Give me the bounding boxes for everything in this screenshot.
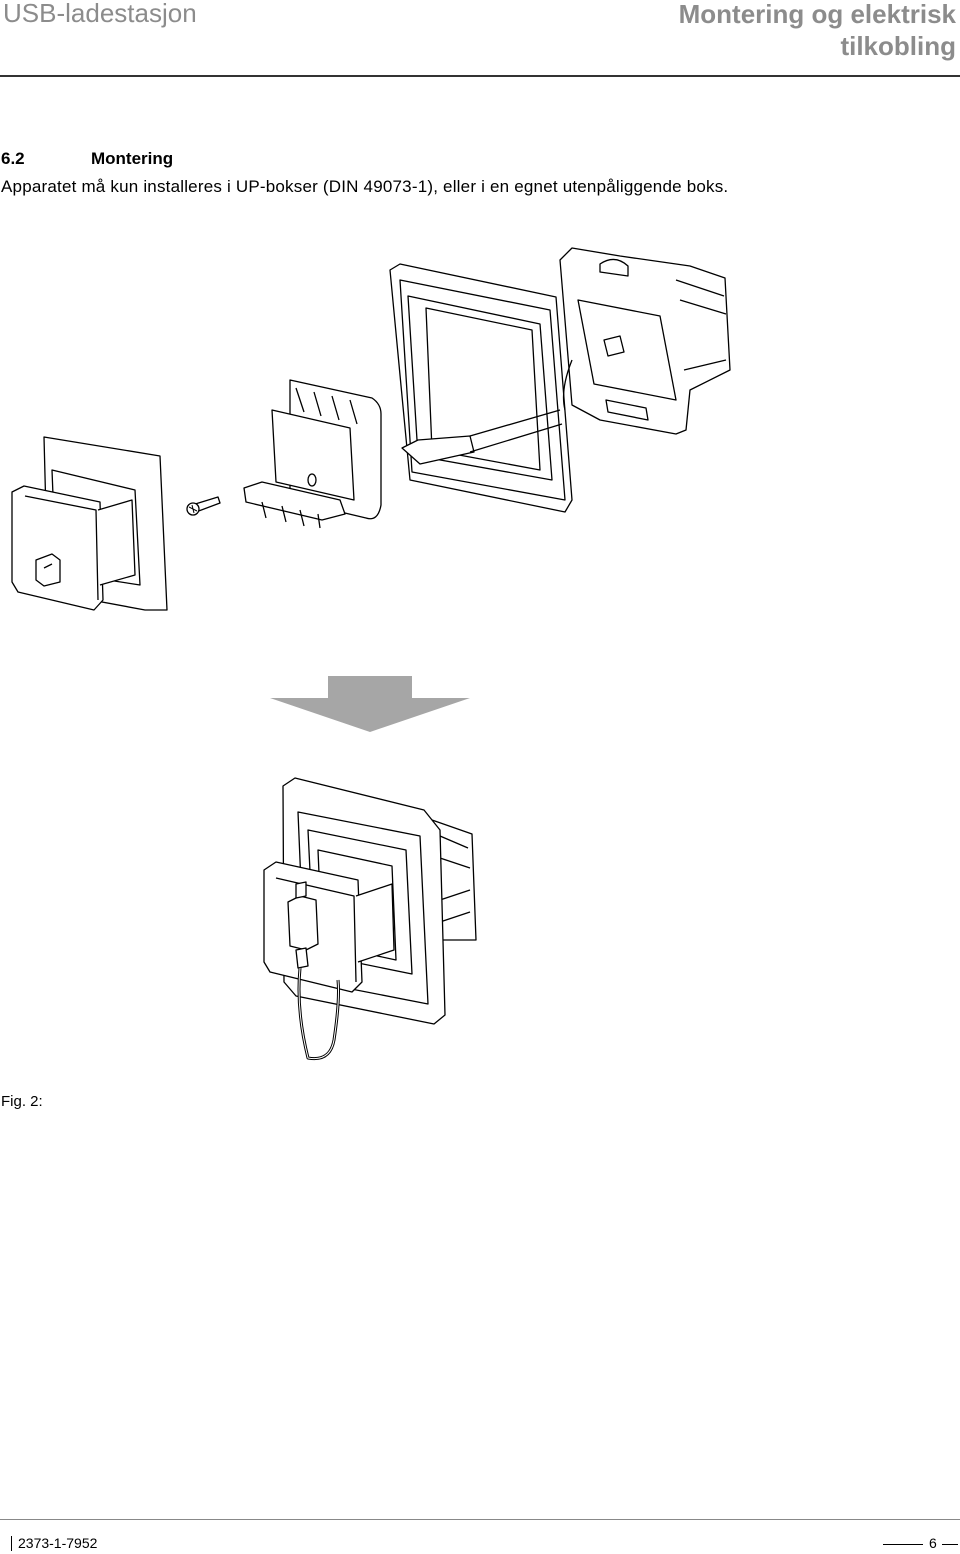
screw-icon xyxy=(186,496,221,516)
assembled-device xyxy=(263,777,477,1061)
header-product: USB-ladestasjon xyxy=(3,0,197,28)
footer-bar xyxy=(11,1536,12,1551)
footer-doc-number: 2373-1-7952 xyxy=(18,1535,98,1551)
header-chapter-line2: tilkobling xyxy=(840,31,956,61)
mounting-figure xyxy=(0,230,960,1090)
section-text: Apparatet må kun installeres i UP-bokser… xyxy=(1,177,729,196)
section-number: 6.2 xyxy=(1,149,25,168)
footer-dash-left xyxy=(883,1544,923,1545)
header-chapter: Montering og elektrisk tilkobling xyxy=(679,0,956,62)
section-title: Montering xyxy=(91,149,174,168)
down-arrow-icon xyxy=(270,676,470,732)
header-rule xyxy=(0,75,960,77)
footer-dash-right xyxy=(942,1544,958,1545)
footer-rule xyxy=(0,1519,960,1520)
footer-page-number: 6 xyxy=(929,1535,937,1551)
mounting-illustration xyxy=(11,247,731,1061)
usb-cover-frame xyxy=(11,436,168,611)
figure-caption: Fig. 2: xyxy=(1,1093,43,1110)
usb-insert-module xyxy=(243,379,382,529)
intermediate-frame xyxy=(389,263,573,513)
flush-mounted-insert xyxy=(559,247,731,435)
header-chapter-line1: Montering og elektrisk xyxy=(678,0,956,29)
